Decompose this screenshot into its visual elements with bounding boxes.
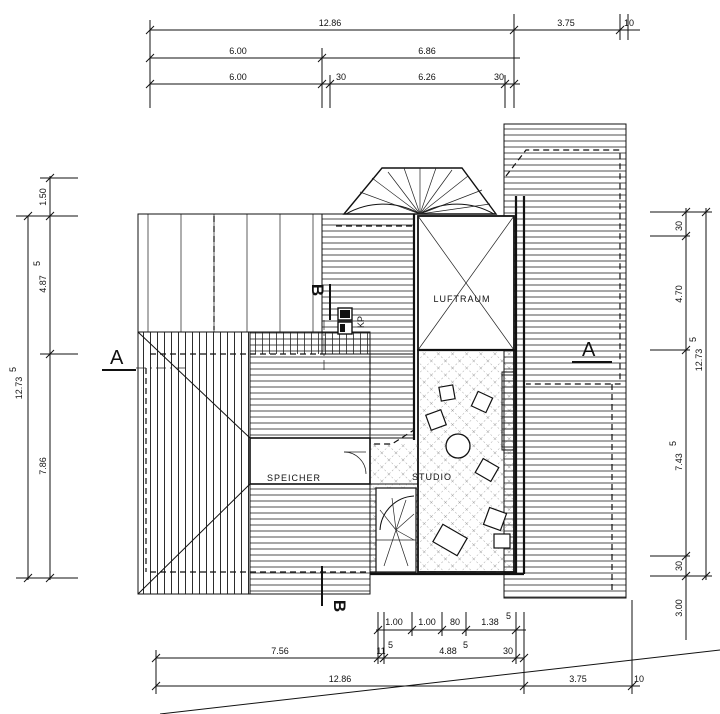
dim-top-total-right: 3.75: [557, 18, 575, 28]
bottom-dimension-lines: [151, 600, 720, 714]
dim-right-b: 4.70: [674, 285, 684, 303]
dim-bottom-row2-b: 11: [376, 646, 385, 656]
dashed-outline-lines: [145, 149, 621, 594]
dim-left-total-sup: 5: [8, 367, 18, 372]
dim-bottom-total-right: 3.75: [569, 674, 587, 684]
studio-furniture: [424, 384, 511, 557]
dim-right-total: 12.73: [694, 349, 704, 372]
dim-top-row2-a: 6.00: [229, 46, 247, 56]
room-label-speicher: SPEICHER: [267, 473, 321, 483]
dim-left-c: 7.86: [38, 457, 48, 475]
section-b-bottom: B: [330, 600, 349, 612]
section-lines: [102, 284, 612, 606]
dim-left-total: 12.73: [14, 377, 24, 400]
interior-walls: [249, 196, 526, 576]
dim-bottom-row2-c-sup: 5: [463, 640, 468, 650]
dim-bottom-stair-c: 80: [450, 617, 460, 627]
dim-left-b: 4.87: [38, 275, 48, 293]
dim-top-total-left: 12.86: [319, 18, 342, 28]
dim-top-row3-b: 30: [336, 72, 346, 82]
dim-right-c-sup: 5: [668, 441, 678, 446]
dim-right-e: 3.00: [674, 599, 684, 617]
dim-bottom-row2-d: 30: [503, 646, 513, 656]
dim-right-a: 30: [674, 221, 684, 231]
dim-bottom-row2-b-sup: 5: [388, 640, 393, 650]
dim-left-a: 1.50: [38, 188, 48, 206]
dim-bottom-stair-b: 1.00: [418, 617, 436, 627]
dim-right-total-sup: 5: [688, 337, 698, 342]
room-label-luftraum: LUFTRAUM: [434, 294, 491, 304]
section-a-left: A: [110, 347, 124, 369]
spiral-stair-top: [342, 167, 498, 215]
room-label-studio: STUDIO: [412, 472, 452, 482]
left-dimension-lines: [16, 173, 78, 583]
dim-top-edge: 10: [624, 18, 634, 28]
dim-right-d: 30: [674, 561, 684, 571]
dim-bottom-total-left: 12.86: [329, 674, 352, 684]
dim-top-row3-c: 6.26: [418, 72, 436, 82]
dim-bottom-row2-c: 4.88: [439, 646, 457, 656]
dim-right-c: 7.43: [674, 453, 684, 471]
spiral-stair-bottom: [375, 487, 417, 573]
dim-bottom-edge: 10: [634, 674, 644, 684]
dim-bottom-stair-d: 1.38: [481, 617, 499, 627]
dim-bottom-stair-d-sup: 5: [506, 611, 511, 621]
dim-top-row3-d: 30: [494, 72, 504, 82]
dim-bottom-stair-a: 1.00: [385, 617, 403, 627]
section-b-top: B: [308, 284, 327, 296]
top-dimension-lines: [145, 14, 640, 108]
dim-left-b-sup: 5: [32, 261, 42, 266]
section-a-right: A: [582, 339, 596, 361]
dim-bottom-row2-a: 7.56: [271, 646, 289, 656]
dim-top-row2-b: 6.86: [418, 46, 436, 56]
right-dimension-lines: [650, 207, 712, 640]
roof-hatching: [137, 123, 627, 599]
chimney-label: KP: [356, 316, 366, 328]
dim-top-row3-a: 6.00: [229, 72, 247, 82]
